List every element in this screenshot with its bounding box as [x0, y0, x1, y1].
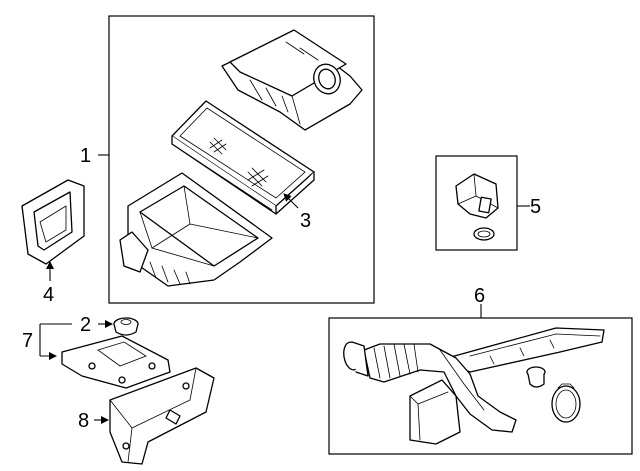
intake-duct[interactable]	[342, 327, 605, 445]
callout-4: 4	[43, 284, 54, 306]
callout-3: 3	[300, 210, 311, 232]
mounting-grommet[interactable]	[113, 317, 139, 336]
mounting-plate[interactable]	[61, 335, 171, 389]
callout-8: 8	[78, 410, 89, 432]
air-filter-element[interactable]	[171, 100, 315, 215]
support-bracket[interactable]	[109, 367, 215, 465]
air-cleaner-cover[interactable]	[221, 29, 363, 131]
callout-6: 6	[474, 285, 485, 307]
sensor-group-frame	[435, 155, 518, 251]
air-cleaner-lower-housing[interactable]	[119, 172, 273, 287]
mass-air-flow-sensor[interactable]	[455, 173, 499, 241]
callout-7: 7	[22, 330, 33, 352]
duct-seal[interactable]	[21, 179, 85, 265]
callout-5: 5	[530, 196, 541, 218]
air-cleaner-assembly-frame	[108, 15, 375, 304]
callout-2: 2	[80, 314, 91, 336]
callout-1: 1	[80, 145, 91, 167]
leader-3	[283, 193, 299, 209]
